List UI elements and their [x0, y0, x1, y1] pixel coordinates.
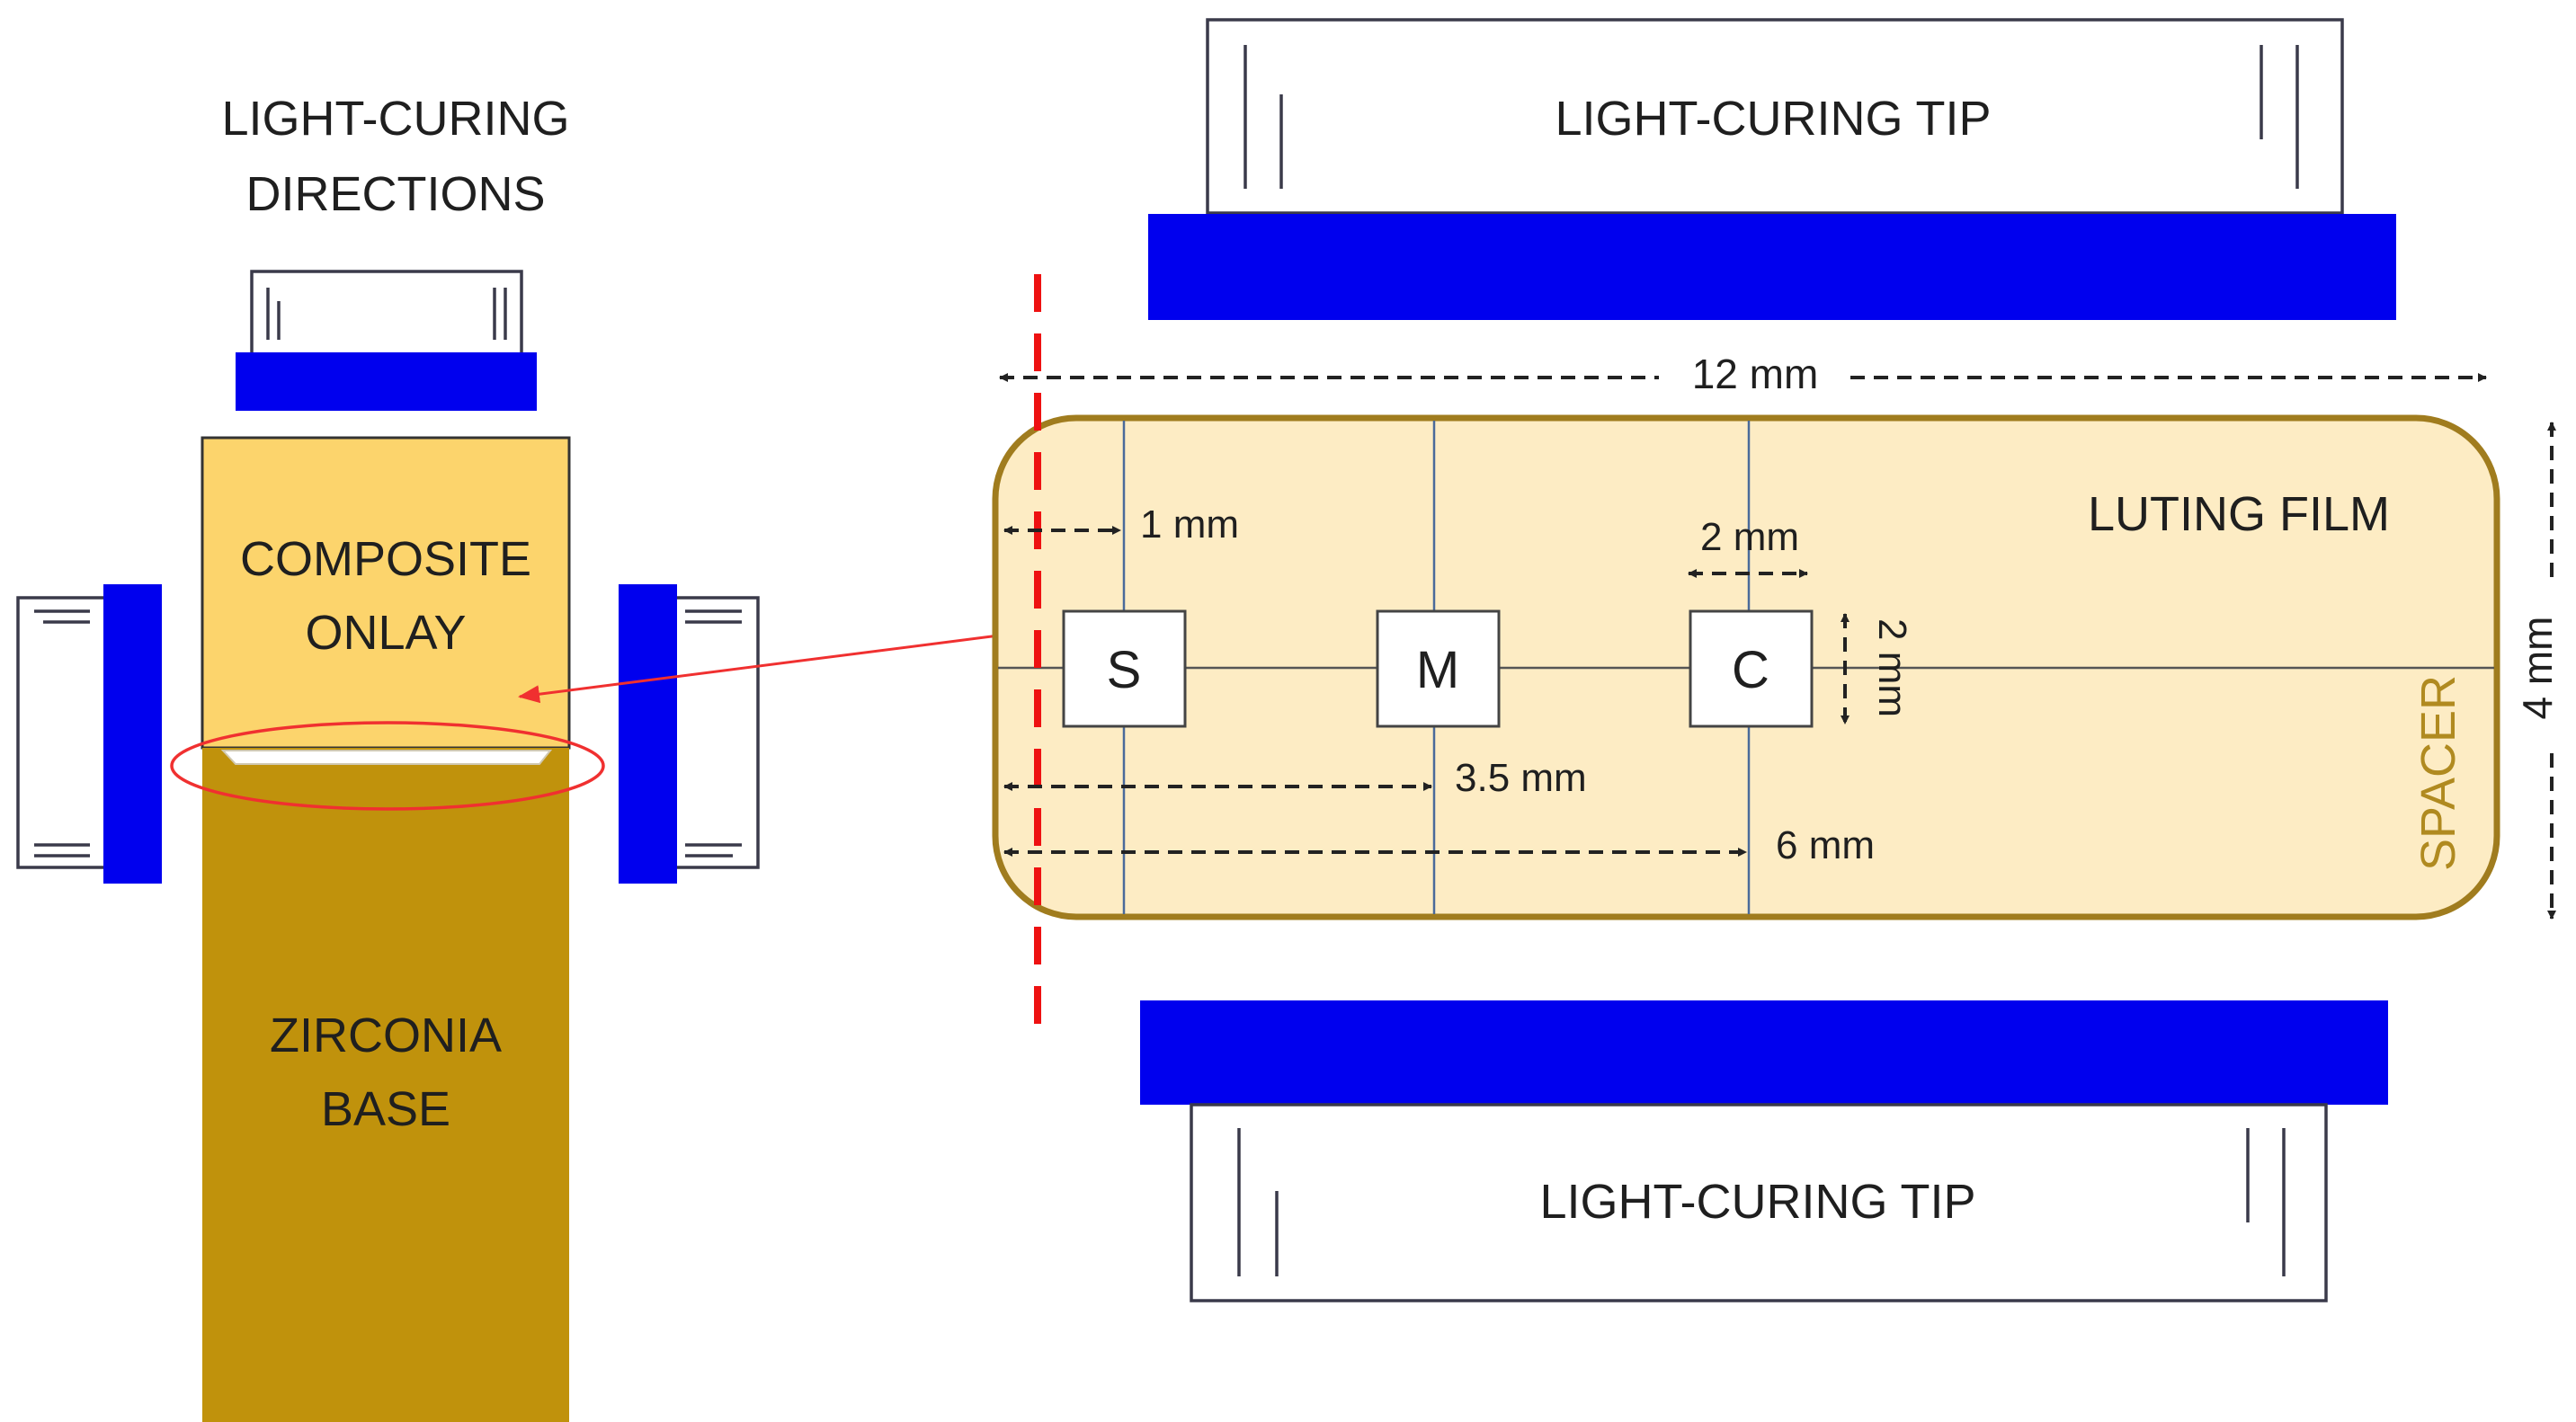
luting-layer [220, 750, 553, 765]
dim-width-label: 12 mm [1692, 351, 1819, 397]
composite-onlay: COMPOSITE ONLAY [201, 436, 571, 750]
small-top-light-tip [236, 270, 537, 411]
bottom-tip-blue-bar [1140, 1000, 2388, 1105]
dim-edge-offset-label: 1 mm [1140, 502, 1239, 547]
site-m: M [1376, 609, 1501, 728]
small-top-tip-blue-bar [236, 352, 537, 411]
dim-middle-offset: 3.5 mm [1003, 756, 1587, 800]
dim-square-height-label: 2 mm [1870, 618, 1914, 717]
dim-square-height: 2 mm [1841, 613, 1914, 724]
dim-center-offset: 6 mm [1003, 823, 1875, 867]
dim-center-offset-label: 6 mm [1776, 823, 1875, 867]
site-s-label: S [1107, 641, 1142, 699]
top-light-tip: LIGHT-CURING TIP [1148, 18, 2396, 320]
bottom-tip-label: LIGHT-CURING TIP [1539, 1175, 1975, 1229]
luting-film-label: LUTING FILM [2088, 487, 2390, 541]
directions-title-line2: DIRECTIONS [245, 167, 545, 221]
site-c-label: C [1732, 641, 1769, 699]
top-tip-blue-bar [1148, 214, 2396, 320]
dim-square-width: 2 mm [1688, 515, 1808, 578]
composite-label-line2: ONLAY [305, 606, 466, 660]
left-side-light-tip [16, 584, 162, 884]
dim-width: 12 mm [999, 351, 2487, 397]
zirconia-label-line1: ZIRCONIA [270, 1009, 502, 1062]
pointer-arrow [518, 630, 1028, 704]
directions-title-line1: LIGHT-CURING [221, 92, 569, 146]
dim-edge-offset: 1 mm [1003, 502, 1239, 547]
site-m-label: M [1416, 641, 1459, 699]
top-tip-label: LIGHT-CURING TIP [1555, 92, 1991, 146]
right-panel: LIGHT-CURING TIP LIGHT-CURING TIP LUTING… [992, 18, 2561, 1302]
composite-label-line1: COMPOSITE [240, 532, 531, 586]
dim-middle-offset-label: 3.5 mm [1455, 756, 1587, 800]
spacer-label: SPACER [2411, 675, 2465, 871]
left-panel: LIGHT-CURING DIRECTIONS [16, 92, 760, 1422]
zirconia-label-line2: BASE [321, 1082, 450, 1136]
zirconia-base: ZIRCONIA BASE [202, 748, 569, 1422]
site-c: C [1689, 609, 1814, 728]
highlight-ellipse [170, 721, 605, 811]
right-side-light-tip [619, 584, 760, 884]
site-s: S [1062, 609, 1187, 728]
dim-height-label: 4 mm [2514, 617, 2561, 720]
dim-square-width-label: 2 mm [1700, 515, 1799, 559]
bottom-light-tip: LIGHT-CURING TIP [1140, 1000, 2388, 1302]
dim-height: 4 mm [2514, 422, 2561, 920]
